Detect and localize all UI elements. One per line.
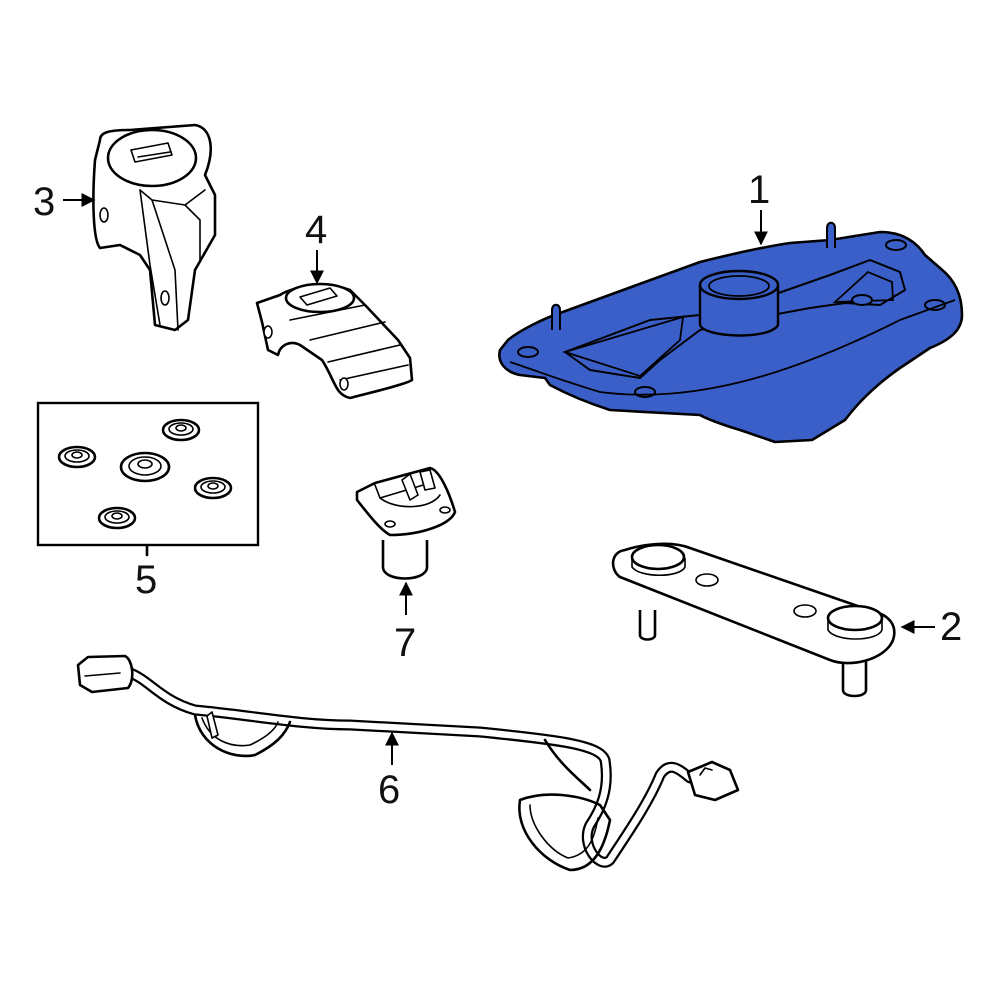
part-7-sensor[interactable] xyxy=(355,466,457,580)
grommet xyxy=(161,418,201,442)
callout-7[interactable]: 7 xyxy=(394,621,417,665)
grommet xyxy=(57,445,97,469)
callout-2[interactable]: 2 xyxy=(940,605,963,649)
grommet xyxy=(119,451,171,483)
grommet xyxy=(97,506,137,530)
part-5-grommet-kit[interactable] xyxy=(36,401,260,557)
part-6-wire-harness[interactable] xyxy=(76,654,740,872)
callout-4[interactable]: 4 xyxy=(305,208,328,252)
part-1-mount-plate[interactable] xyxy=(498,221,964,444)
callout-6[interactable]: 6 xyxy=(378,768,401,812)
part-3-upper-bracket[interactable] xyxy=(92,123,217,332)
part-4-lower-bracket[interactable] xyxy=(255,282,414,400)
callout-5[interactable]: 5 xyxy=(135,558,158,602)
part-2-stud-plate[interactable] xyxy=(611,542,896,698)
grommet xyxy=(193,476,233,500)
callout-1[interactable]: 1 xyxy=(748,168,771,212)
callout-3[interactable]: 3 xyxy=(33,180,56,224)
